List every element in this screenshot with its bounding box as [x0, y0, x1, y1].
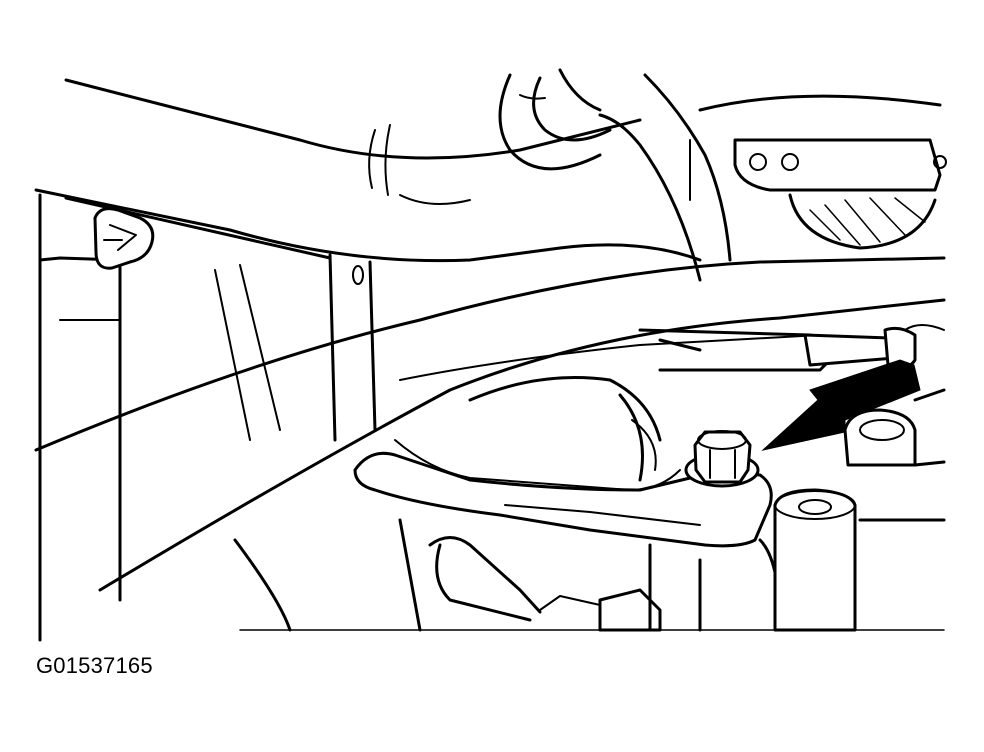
vertical-strap [214, 253, 377, 442]
vertical-tube [598, 73, 732, 282]
bolt [684, 430, 760, 488]
upper-tube [34, 78, 702, 263]
figure-code: G01537165 [36, 653, 153, 678]
left-panel [38, 193, 332, 642]
ground-bracket [353, 439, 773, 548]
right-hose [638, 324, 945, 372]
cylinder [773, 488, 946, 632]
pulley [788, 193, 937, 250]
lower-parts [233, 338, 782, 632]
curved-hose [498, 68, 612, 171]
round-housing [468, 376, 662, 482]
main-tube [34, 256, 946, 592]
push-clip-icon [93, 207, 155, 270]
arrow-icon [761, 359, 921, 451]
top-right-bracket [698, 94, 947, 192]
mount-boss [843, 388, 946, 467]
